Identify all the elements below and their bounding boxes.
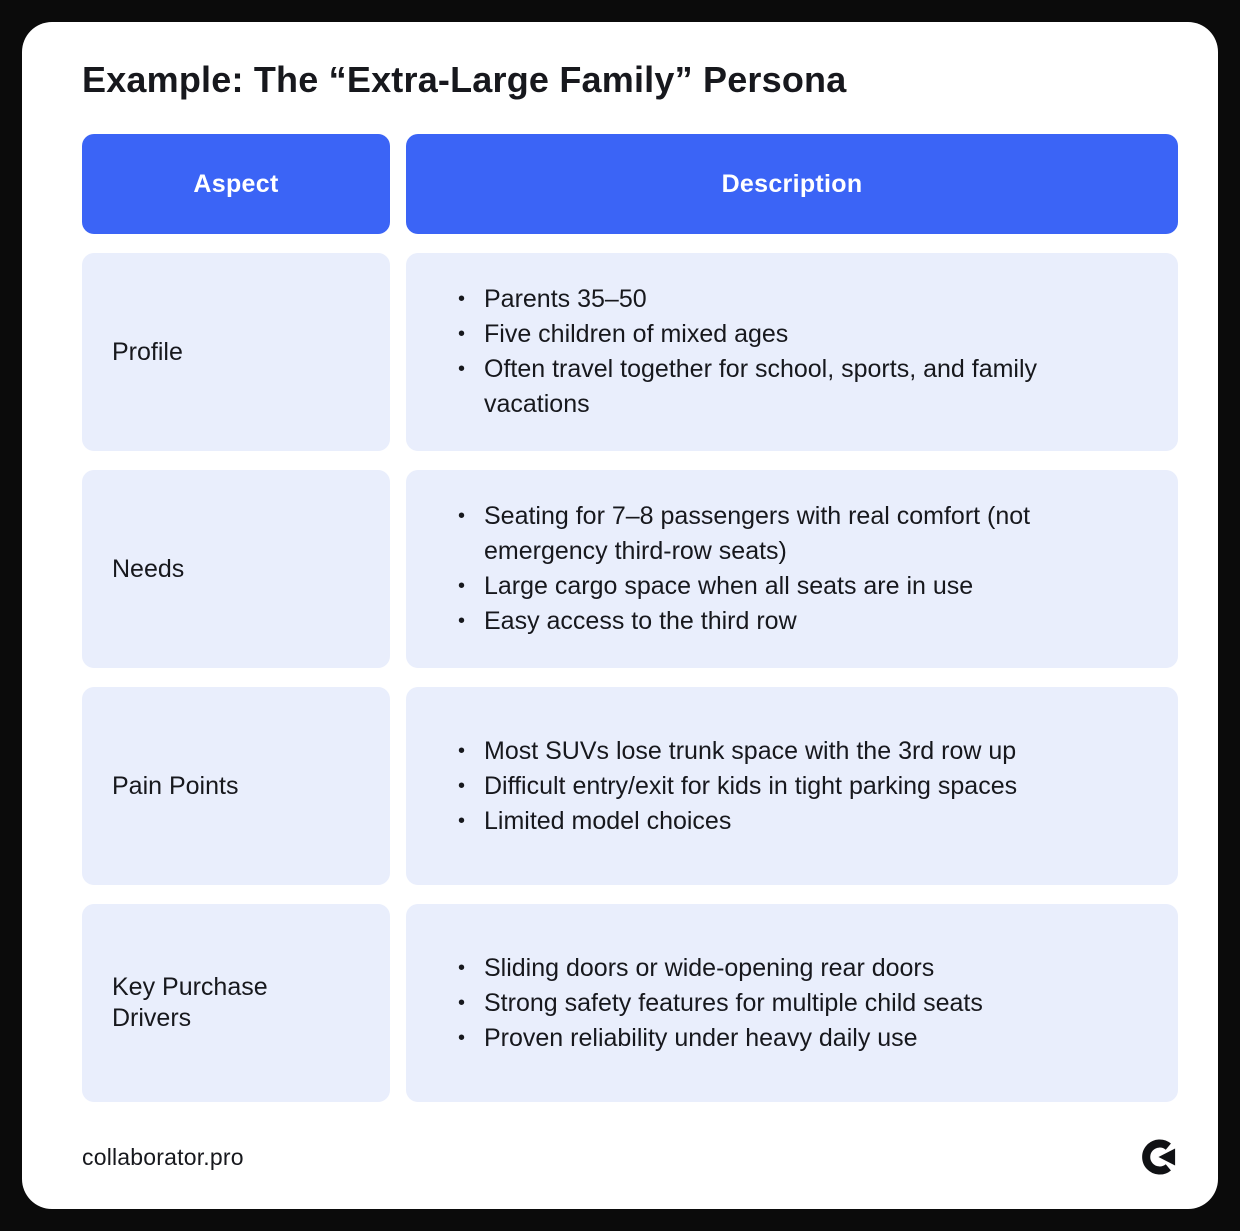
bullet-item: • Strong safety features for multiple chi… (458, 986, 983, 1021)
column-header-aspect: Aspect (82, 134, 390, 234)
aspect-label: Pain Points (112, 771, 239, 800)
bullet-dot-icon: • (458, 505, 466, 527)
bullet-dot-icon: • (458, 610, 466, 632)
aspect-label: Profile (112, 337, 183, 366)
content-card: Example: The “Extra-Large Family” Person… (22, 22, 1218, 1209)
bullet-list: • Parents 35–50 • Five children of mixed a… (458, 282, 1142, 422)
aspect-cell-profile: Profile (82, 253, 390, 451)
bullet-text: Large cargo space when all seats are in … (484, 572, 974, 600)
bullet-dot-icon: • (458, 1026, 466, 1049)
aspect-cell-needs: Needs (82, 470, 390, 668)
bullet-item: • Most SUVs lose trunk space with the 3rd… (458, 734, 1017, 769)
bullet-dot-icon: • (458, 809, 466, 832)
bullet-text: Five children of mixed ages (484, 320, 789, 348)
bullet-item: • Large cargo space when all seats are in… (458, 569, 1142, 604)
description-cell-key-purchase-drivers: • Sliding doors or wide-opening rear door… (406, 904, 1178, 1102)
bullet-dot-icon: • (458, 774, 466, 797)
bullet-text: Seating for 7–8 passengers with real com… (484, 502, 1031, 565)
column-header-description: Description (406, 134, 1178, 234)
description-cell-pain-points: • Most SUVs lose trunk space with the 3rd… (406, 687, 1178, 885)
bullet-dot-icon: • (458, 956, 466, 979)
bullet-text: Parents 35–50 (484, 285, 647, 313)
page-title: Example: The “Extra-Large Family” Person… (82, 59, 847, 100)
bullet-item: • Parents 35–50 (458, 282, 1142, 317)
bullet-text: Difficult entry/exit for kids in tight p… (484, 771, 1018, 800)
bullet-text: Often travel together for school, sports… (484, 355, 1038, 418)
bullet-list: • Most SUVs lose trunk space with the 3rd… (458, 734, 1017, 839)
bullet-dot-icon: • (458, 288, 466, 310)
bullet-item: • Often travel together for school, sport… (458, 352, 1142, 422)
bullet-item: • Difficult entry/exit for kids in tight … (458, 769, 1017, 804)
aspect-label: Needs (112, 554, 185, 583)
bullet-dot-icon: • (458, 358, 466, 380)
bullet-text: Most SUVs lose trunk space with the 3rd … (484, 736, 1017, 765)
footer: collaborator.pro (60, 1139, 1178, 1175)
bullet-item: • Seating for 7–8 passengers with real co… (458, 499, 1142, 569)
bullet-dot-icon: • (458, 739, 466, 762)
aspect-cell-key-purchase-drivers: Key Purchase Drivers (82, 904, 390, 1102)
bullet-list: • Seating for 7–8 passengers with real co… (458, 499, 1142, 639)
bullet-dot-icon: • (458, 575, 466, 597)
bullet-item: • Limited model choices (458, 804, 1017, 839)
bullet-text: Limited model choices (484, 806, 732, 835)
bullet-item: • Proven reliability under heavy daily us… (458, 1021, 983, 1056)
bullet-dot-icon: • (458, 323, 466, 345)
bullet-text: Strong safety features for multiple chil… (484, 988, 983, 1017)
bullet-dot-icon: • (458, 991, 466, 1014)
bullet-item: • Five children of mixed ages (458, 317, 1142, 352)
persona-table: Aspect Description Profile • Parents 35–5… (82, 134, 1178, 1102)
bullet-list: • Sliding doors or wide-opening rear door… (458, 951, 983, 1056)
description-cell-profile: • Parents 35–50 • Five children of mixed a… (406, 253, 1178, 451)
aspect-cell-pain-points: Pain Points (82, 687, 390, 885)
bullet-text: Sliding doors or wide-opening rear doors (484, 953, 935, 982)
site-name: collaborator.pro (82, 1143, 244, 1170)
bullet-text: Easy access to the third row (484, 607, 797, 635)
collaborator-logo-icon (1140, 1139, 1176, 1175)
aspect-label: Key Purchase Drivers (112, 973, 268, 1032)
bullet-text: Proven reliability under heavy daily use (484, 1023, 918, 1052)
bullet-item: • Easy access to the third row (458, 604, 1142, 639)
description-cell-needs: • Seating for 7–8 passengers with real co… (406, 470, 1178, 668)
bullet-item: • Sliding doors or wide-opening rear door… (458, 951, 983, 986)
